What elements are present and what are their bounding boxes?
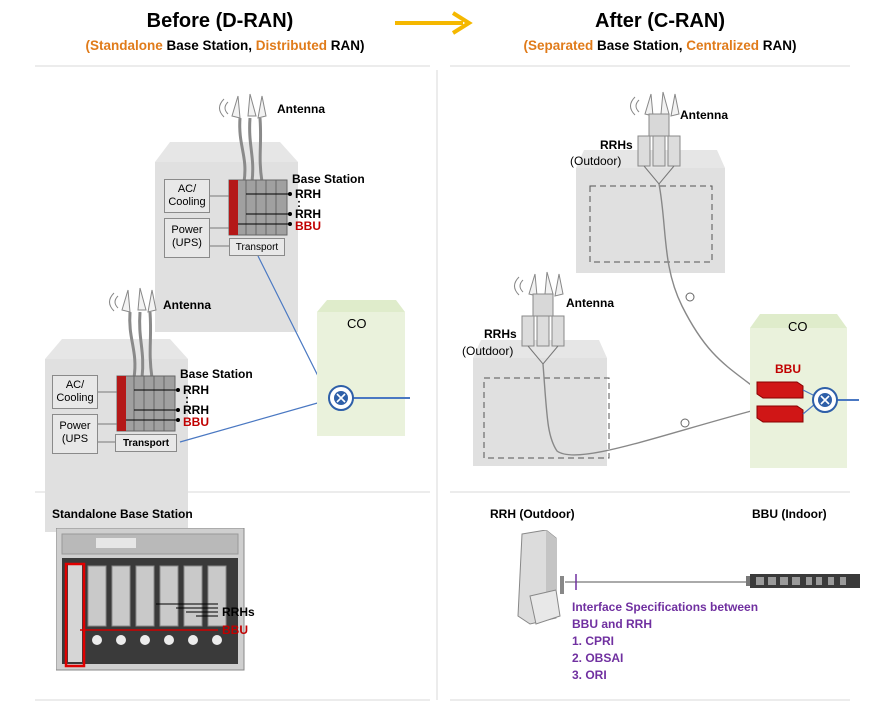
interface-line-3: 1. CPRI: [572, 634, 615, 648]
after-subtitle-open: (: [523, 38, 528, 53]
before-subtitle-distributed: Distributed: [255, 38, 328, 53]
before-subtitle-standalone: Standalone: [89, 38, 163, 53]
rrh-dots-top: :: [297, 196, 301, 210]
antenna-icon-cran-bottom: [514, 271, 564, 297]
standalone-bs-photo: [56, 528, 245, 671]
before-title: Before (D-RAN): [146, 10, 294, 32]
antenna-label-top: Antenna: [277, 102, 325, 116]
interface-line-2: BBU and RRH: [572, 617, 652, 631]
bbu-label-top: BBU: [295, 219, 321, 233]
rrhs-label-cran-top: RRHs: [600, 138, 633, 152]
bbu-label-bottom: BBU: [183, 415, 209, 429]
rrh-label-bottom-2: RRH: [183, 403, 209, 417]
power-ups-box-top: Power (UPS): [164, 218, 210, 258]
interface-line-4: 2. OBSAI: [572, 651, 624, 665]
rrh-dots-bottom: :: [185, 392, 189, 406]
standalone-bs-title: Standalone Base Station: [52, 507, 193, 521]
power-ups-box-bottom: Power (UPS: [52, 414, 98, 454]
transport-box-bottom: Transport: [115, 434, 177, 452]
after-subtitle-separated: Separated: [527, 38, 594, 53]
bbu-label-photo: BBU: [222, 623, 248, 637]
interface-line-1: Interface Specifications between: [572, 600, 759, 614]
before-subtitle-base-station: Base Station,: [162, 38, 256, 53]
bbu-units-cran: [756, 381, 804, 423]
ac-cooling-box-top: AC/ Cooling: [164, 179, 210, 213]
ac-cooling-box-bottom: AC/ Cooling: [52, 375, 98, 409]
antenna-label-cran-bottom: Antenna: [566, 296, 614, 310]
after-title: After (C-RAN): [595, 10, 725, 32]
switch-icon-dran: [328, 385, 354, 411]
antenna-label-bottom: Antenna: [163, 298, 211, 312]
before-subtitle-ran: RAN): [327, 38, 365, 53]
antenna-icon-bottom: [109, 287, 157, 313]
base-station-label-bottom: Base Station: [180, 367, 253, 381]
bbu-indoor-title: BBU (Indoor): [752, 507, 827, 521]
after-subtitle: (Separated Base Station, Centralized RAN…: [470, 38, 850, 53]
antenna-icon-cran-top: [630, 91, 680, 117]
rrhs-label-cran-bottom: RRHs: [484, 327, 517, 341]
before-subtitle-open: (: [85, 38, 90, 53]
rrh-bbu-hardware: [517, 530, 860, 625]
outdoor-label-cran-bottom: (Outdoor): [462, 344, 514, 358]
rrhs-label-photo: RRHs: [222, 605, 255, 619]
co-label-dran: CO: [347, 316, 367, 331]
antenna-label-cran-top: Antenna: [680, 108, 728, 122]
rrh-label-top-1: RRH: [295, 187, 321, 201]
bbu-label-cran: BBU: [775, 362, 801, 376]
dran-graphics: [45, 93, 410, 532]
co-label-cran: CO: [788, 319, 808, 334]
interface-line-5: 3. ORI: [572, 668, 607, 682]
cran-graphics: [473, 91, 859, 468]
interface-spec-block: Interface Specifications between BBU and…: [572, 600, 758, 682]
rrh-label-bottom-1: RRH: [183, 383, 209, 397]
outdoor-label-cran-top: (Outdoor): [570, 154, 622, 168]
after-subtitle-base-station: Base Station,: [593, 38, 687, 53]
base-station-label-top: Base Station: [292, 172, 365, 186]
transition-arrow: [395, 11, 473, 35]
rrh-label-top-2: RRH: [295, 207, 321, 221]
rrh-outdoor-title: RRH (Outdoor): [490, 507, 575, 521]
transport-box-top: Transport: [229, 238, 285, 256]
before-subtitle: (Standalone Base Station, Distributed RA…: [40, 38, 410, 53]
after-subtitle-ran: RAN): [759, 38, 797, 53]
switch-icon-cran: [812, 387, 838, 413]
antenna-icon-top: [219, 93, 267, 119]
after-subtitle-centralized: Centralized: [686, 38, 760, 53]
